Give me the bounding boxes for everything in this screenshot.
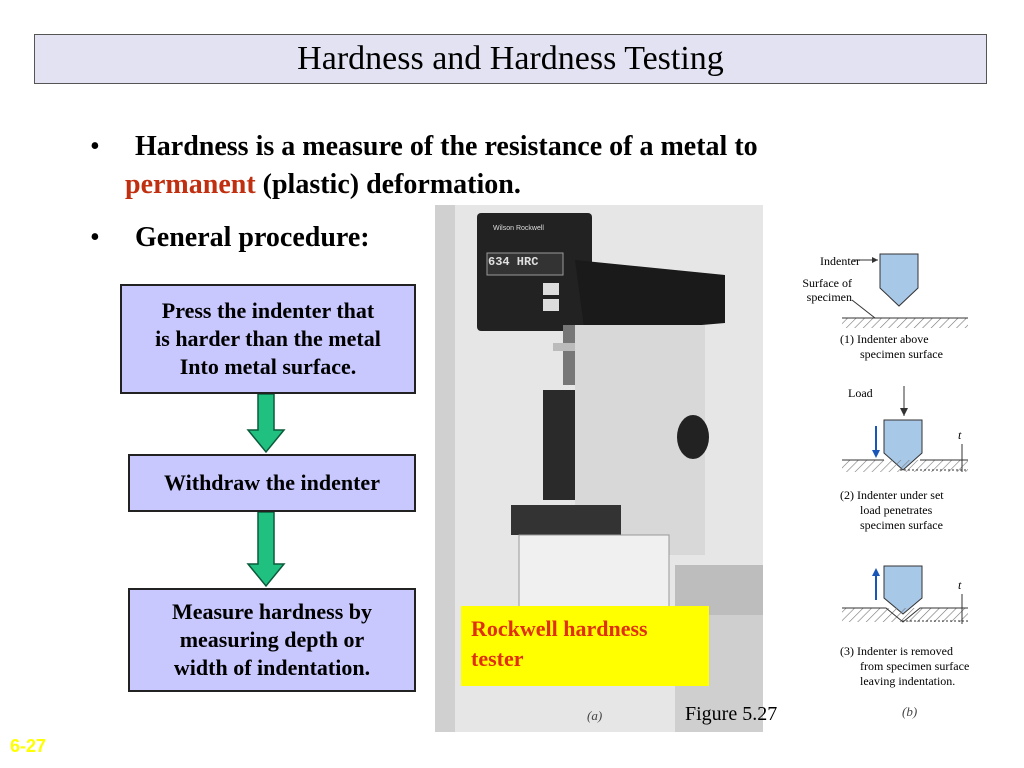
step-2-line-1: (2) Indenter under set bbox=[840, 488, 944, 502]
label-t-depth: t bbox=[958, 428, 962, 442]
figure-label: Figure 5.27 bbox=[685, 703, 778, 725]
label-surface-line-1: Surface of bbox=[802, 276, 852, 290]
bullet-general-procedure: • General procedure: bbox=[90, 219, 370, 257]
title-box: Hardness and Hardness Testing bbox=[34, 34, 987, 84]
label-surface-of-specimen: Surface of specimen bbox=[792, 276, 852, 304]
flow-step-3-line-2: measuring depth or bbox=[179, 627, 365, 652]
tester-display-readout: 634 HRC bbox=[488, 255, 539, 269]
step-3-line-3: leaving indentation. bbox=[860, 674, 956, 688]
rockwell-caption-line-1: Rockwell hardness bbox=[471, 616, 648, 641]
step-3-line-1: (3) Indenter is removed bbox=[840, 644, 953, 658]
step-1-caption: (1) Indenter above specimen surface bbox=[840, 332, 943, 362]
slide-number: 6-27 bbox=[10, 736, 47, 756]
flow-step-1-line-3: Into metal surface. bbox=[179, 354, 357, 379]
step-1-line-2: specimen surface bbox=[860, 347, 943, 361]
flow-step-3-line-3: width of indentation. bbox=[173, 655, 371, 680]
slide-title: Hardness and Hardness Testing bbox=[297, 40, 724, 77]
label-load: Load bbox=[848, 386, 873, 400]
down-arrow-icon bbox=[246, 394, 286, 454]
step-3-line-2: from specimen surface bbox=[860, 659, 970, 673]
step-2-line-2: load penetrates bbox=[860, 503, 933, 517]
indentation-diagram: Indenter Surface of specimen (1) Indente… bbox=[790, 248, 990, 728]
bullet-hardness-definition: • Hardness is a measure of the resistanc… bbox=[90, 128, 935, 204]
flow-step-1-line-1: Press the indenter that bbox=[161, 298, 375, 323]
tester-brand-label: Wilson Rockwell bbox=[493, 225, 544, 232]
label-indenter: Indenter bbox=[820, 254, 860, 268]
bullet-marker: • bbox=[90, 222, 100, 253]
label-t-residual: t bbox=[958, 578, 962, 592]
down-arrow-icon bbox=[246, 512, 286, 588]
rockwell-caption-box: Rockwell hardness tester bbox=[461, 606, 709, 686]
bullet-2-text: General procedure: bbox=[135, 222, 370, 253]
flow-step-press: Press the indenter that is harder than t… bbox=[120, 284, 416, 394]
bullet-marker: • bbox=[90, 131, 100, 162]
flow-step-2-text: Withdraw the indenter bbox=[164, 470, 380, 495]
label-surface-line-2: specimen bbox=[806, 290, 852, 304]
indentation-steps-illustration bbox=[842, 253, 968, 624]
flow-step-measure: Measure hardness by measuring depth or w… bbox=[128, 588, 416, 692]
step-1-line-1: (1) Indenter above bbox=[840, 332, 929, 346]
step-3-caption: (3) Indenter is removed from specimen su… bbox=[840, 644, 969, 689]
step-2-line-3: specimen surface bbox=[860, 518, 943, 532]
diagram-sublabel: (b) bbox=[902, 704, 918, 719]
step-2-caption: (2) Indenter under set load penetrates s… bbox=[840, 488, 944, 533]
flow-step-3-line-1: Measure hardness by bbox=[171, 599, 373, 624]
bullet-1-highlight: permanent bbox=[125, 169, 256, 200]
photo-sublabel: (a) bbox=[587, 708, 603, 723]
bullet-1-text-end: (plastic) deformation. bbox=[262, 169, 521, 200]
rockwell-caption-line-2: tester bbox=[471, 646, 524, 671]
flow-step-1-line-2: is harder than the metal bbox=[155, 326, 381, 351]
bullet-1-text: Hardness is a measure of the resistance … bbox=[135, 131, 758, 162]
flow-step-withdraw: Withdraw the indenter bbox=[128, 454, 416, 512]
